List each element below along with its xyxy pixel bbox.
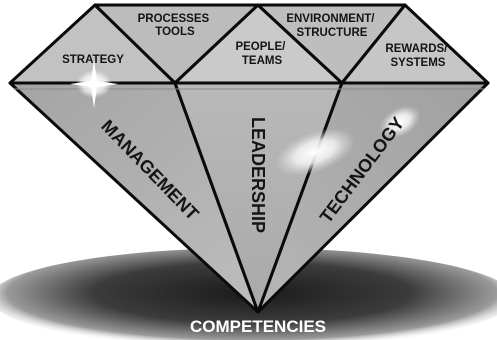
processes-label-line: PROCESSES [138, 13, 210, 25]
people-label-line: PEOPLE/ [235, 41, 286, 53]
systems-label-line: SYSTEMS [391, 57, 446, 69]
strategy-label: STRATEGY [62, 54, 124, 66]
sparkle-icon [70, 60, 118, 108]
environment-structure-label: ENVIRONMENT/ STRUCTURE [286, 13, 377, 39]
glare-highlight [274, 105, 421, 176]
processes-tools-label: PROCESSES TOOLS [138, 13, 213, 38]
leadership-label: LEADERSHIP [248, 117, 268, 233]
environment-label-line: ENVIRONMENT/ [286, 13, 375, 25]
competencies-label: COMPETENCIES [190, 317, 326, 336]
rewards-systems-facet [340, 3, 490, 85]
structure-label-line: STRUCTURE [297, 27, 368, 39]
teams-label-line: TEAMS [242, 55, 283, 67]
people-teams-label: PEOPLE/ TEAMS [235, 41, 288, 67]
tools-label-line: TOOLS [155, 26, 195, 38]
rewards-label-line: REWARDS/ [385, 43, 448, 55]
rewards-systems-label: REWARDS/ SYSTEMS [385, 43, 450, 69]
